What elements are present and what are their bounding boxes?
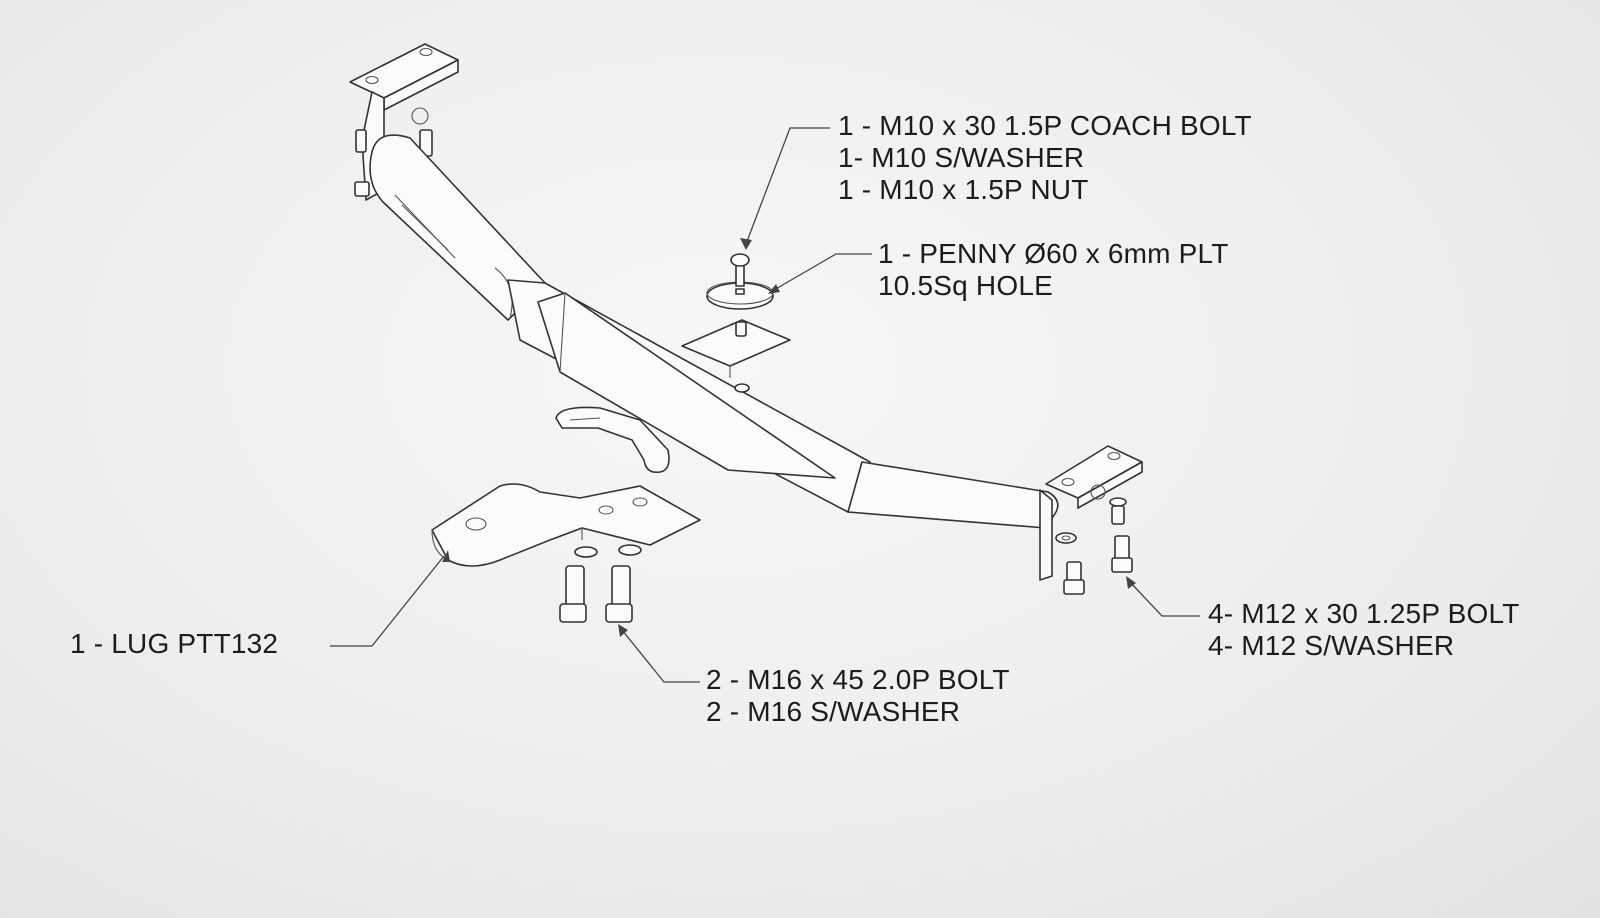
safety-chain-hook <box>555 406 670 474</box>
right-mounting-bracket <box>1039 445 1143 581</box>
leader-penny <box>773 253 872 291</box>
leader-m12 <box>1129 581 1200 617</box>
coach-bolt-label: 1 - M10 x 30 1.5P COACH BOLT 1- M10 S/WA… <box>838 110 1252 206</box>
arrowhead-m16 <box>618 624 628 637</box>
leader-lines <box>330 127 1200 683</box>
m12-bolt-label-line-1: 4- M12 x 30 1.25P BOLT <box>1208 598 1520 629</box>
m12-bolts <box>1055 497 1133 595</box>
right-tube <box>847 461 1059 529</box>
penny-plate-label-line-1: 1 - PENNY Ø60 x 6mm PLT <box>878 238 1229 269</box>
front-plate <box>537 292 836 479</box>
m16-bolt-label-line-1: 2 - M16 x 45 2.0P BOLT <box>706 664 1010 695</box>
arrowhead-lug <box>442 550 450 562</box>
coach-bolt-label-line-2: 1- M10 S/WASHER <box>838 142 1085 173</box>
m16-bolt-label-line-2: 2 - M16 S/WASHER <box>706 696 961 727</box>
m16-bolt-label: 2 - M16 x 45 2.0P BOLT 2 - M16 S/WASHER <box>706 664 1010 728</box>
centre-mount <box>681 253 791 393</box>
arrowhead-m12 <box>1126 576 1136 589</box>
penny-plate-label-line-2: 10.5Sq HOLE <box>878 270 1053 301</box>
leader-m16 <box>621 629 700 683</box>
leader-coach-bolt <box>745 127 830 245</box>
lug-label: 1 - LUG PTT132 <box>70 628 278 660</box>
arrowhead-coach-bolt <box>740 238 752 250</box>
m16-bolts <box>559 544 642 623</box>
coach-bolt-label-line-3: 1 - M10 x 1.5P NUT <box>838 174 1089 205</box>
penny-plate-label: 1 - PENNY Ø60 x 6mm PLT 10.5Sq HOLE <box>878 238 1229 302</box>
lug-label-line-1: 1 - LUG PTT132 <box>70 628 279 659</box>
coach-bolt-label-line-1: 1 - M10 x 30 1.5P COACH BOLT <box>838 110 1252 141</box>
arrowhead-penny <box>768 284 780 294</box>
m12-bolt-label-line-2: 4- M12 S/WASHER <box>1208 630 1455 661</box>
tow-ball-lug <box>431 483 701 567</box>
leader-lug <box>330 555 445 647</box>
m12-bolt-label: 4- M12 x 30 1.25P BOLT 4- M12 S/WASHER <box>1208 598 1520 662</box>
